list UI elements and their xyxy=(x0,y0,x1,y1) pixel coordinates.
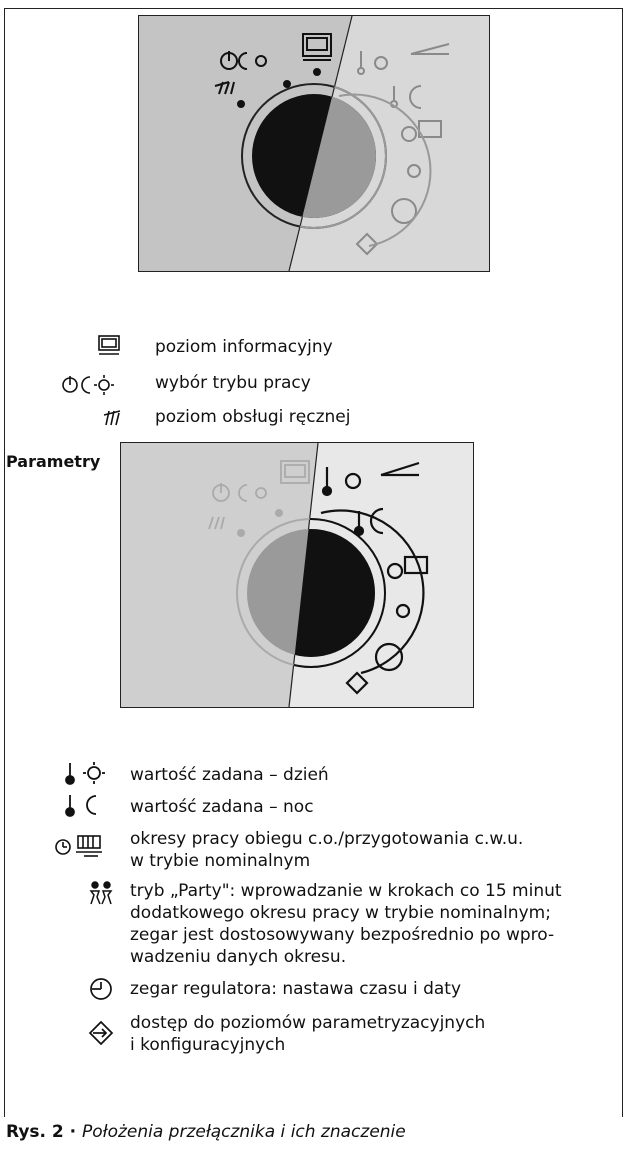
legend-param-3-line-1: dodatkowego okresu pracy w trybie nomina… xyxy=(130,903,551,923)
legend-param-3-line-0: tryb „Party": wprowadzanie w krokach co … xyxy=(130,881,562,901)
mode-icon xyxy=(60,372,122,400)
info-level-icon xyxy=(96,334,122,362)
thermometer-moon-icon xyxy=(62,792,114,822)
access-icon xyxy=(88,1020,114,1050)
legend-info: poziom informacyjny xyxy=(155,337,333,357)
clock-radiator-icon xyxy=(52,832,110,864)
dial-image-parameters xyxy=(120,442,474,708)
manual-icon xyxy=(100,405,126,433)
thermometer-sun-icon xyxy=(62,760,114,790)
legend-manual: poziom obsługi ręcznej xyxy=(155,407,351,427)
legend-param-3-line-3: wadzeniu danych okresu. xyxy=(130,947,347,967)
caption-number: Rys. 2 · xyxy=(6,1122,83,1142)
dial-image-top xyxy=(138,15,490,272)
legend-param-5-line-0: dostęp do poziomów parametryzacyjnych xyxy=(130,1013,486,1033)
legend-param-5-line-1: i konfiguracyjnych xyxy=(130,1035,286,1055)
party-icon xyxy=(86,880,116,910)
legend-param-0: wartość zadana – dzień xyxy=(130,765,329,785)
figure-caption: Rys. 2 · Położenia przełącznika i ich zn… xyxy=(6,1122,406,1142)
legend-param-2-line-1: w trybie nominalnym xyxy=(130,851,311,871)
legend-param-1: wartość zadana – noc xyxy=(130,797,314,817)
legend-mode: wybór trybu pracy xyxy=(155,373,311,393)
clock-icon xyxy=(88,976,114,1006)
figure-frame xyxy=(4,8,623,1117)
legend-param-3-line-2: zegar jest dostosowywany bezpośrednio po… xyxy=(130,925,555,945)
legend-param-4: zegar regulatora: nastawa czasu i daty xyxy=(130,979,462,999)
section-label-parameters: Parametry xyxy=(6,452,101,471)
caption-text: Położenia przełącznika i ich znaczenie xyxy=(82,1122,406,1142)
legend-param-2-line-0: okresy pracy obiegu c.o./przygotowania c… xyxy=(130,829,524,849)
